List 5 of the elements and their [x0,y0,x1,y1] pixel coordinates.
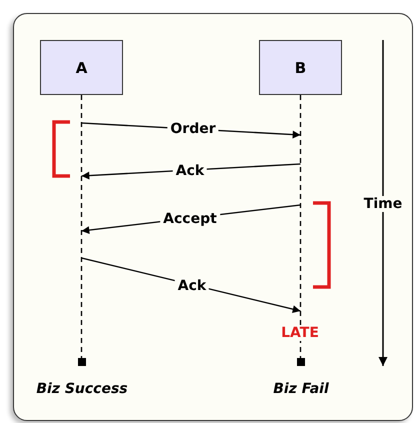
participant-box: B [259,40,342,95]
end-state-label: Biz Success [36,381,128,397]
participant-box: A [40,40,123,95]
edge-label: Accept [160,211,220,227]
end-state-label: Biz Fail [273,381,329,397]
